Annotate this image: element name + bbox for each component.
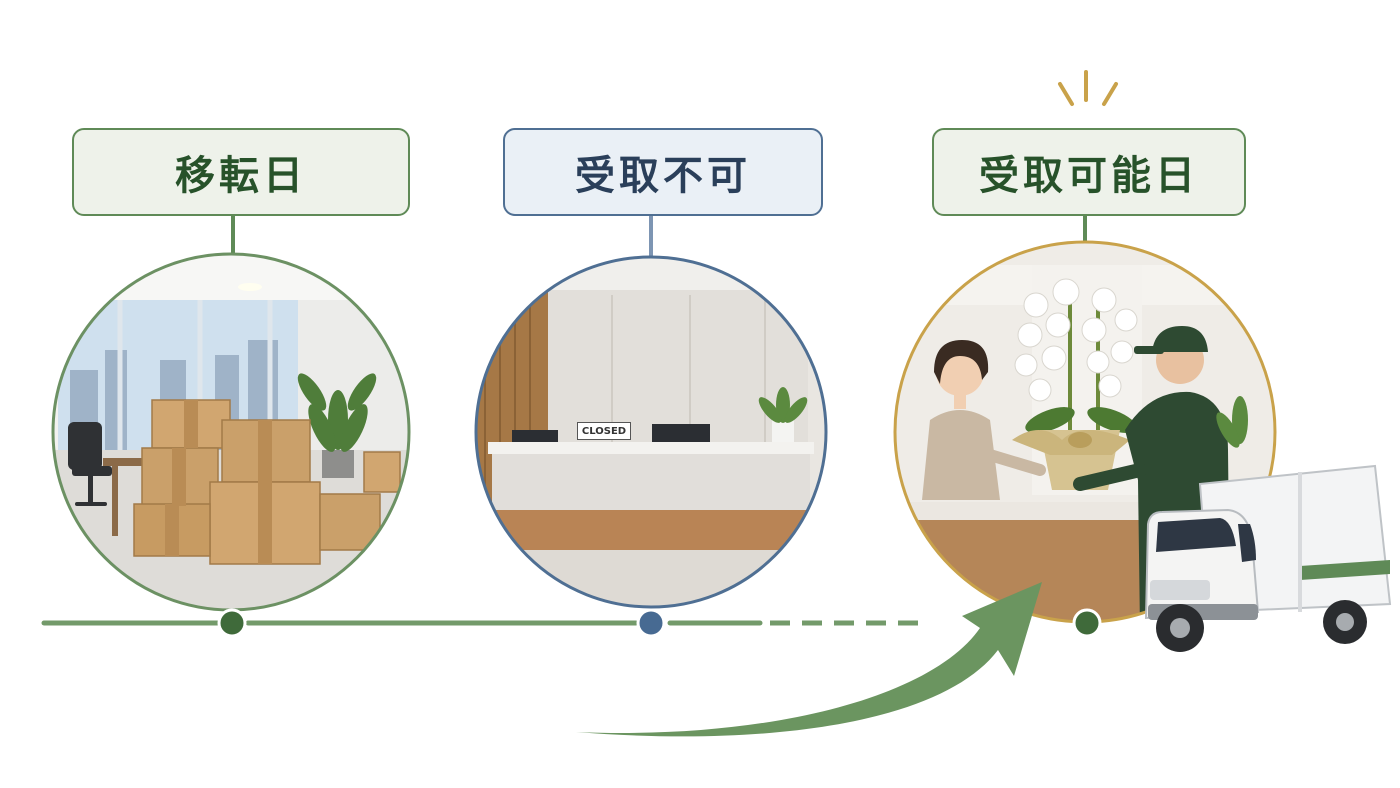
stage-label-moving-day: 移転日 [72,128,410,216]
stage-label-available-day: 受取可能日 [932,128,1246,216]
timeline-node-moving-day [217,608,247,638]
timeline-node-unavailable [636,608,666,638]
closed-sign: CLOSED [577,422,631,440]
delivery-truck-icon [1144,464,1392,652]
moving-office-scene [53,254,409,610]
receptionist-figure [922,340,1046,500]
sparkle-icon [1058,70,1118,106]
progress-arrow-icon [576,582,1042,737]
closed-reception-frame [474,255,828,609]
orchid-pot [1012,278,1138,490]
stage-label-unavailable: 受取不可 [503,128,823,216]
timeline-node-available-day [1072,608,1102,638]
closed-reception-scene [476,257,826,607]
